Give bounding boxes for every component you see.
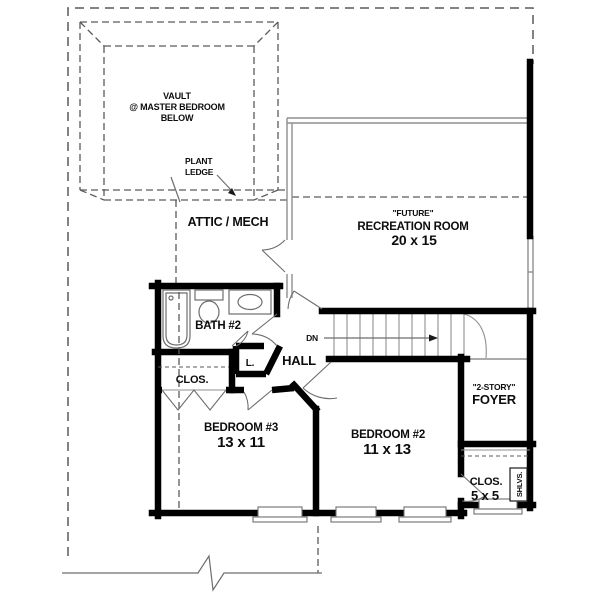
bedroom2-label: BEDROOM #2 <box>351 429 425 441</box>
recreation-dims: 20 x 15 <box>391 232 437 248</box>
closet-shelf-lines <box>158 292 530 510</box>
vault-label-line1: VAULT <box>163 91 191 101</box>
windows <box>252 498 523 523</box>
room-labels: VAULT @ MASTER BEDROOM BELOW PLANT LEDGE… <box>129 91 517 503</box>
recreation-qualifier: "FUTURE" <box>393 208 434 218</box>
vault-outline-dashed <box>79 21 287 201</box>
bedroom3-dims: 13 x 11 <box>217 434 265 451</box>
bedroom2-dims: 11 x 13 <box>363 441 411 458</box>
staircase <box>333 311 487 359</box>
stairs-dn-label: DN <box>306 333 318 343</box>
tub-drain <box>168 295 174 301</box>
bedroom3-label: BEDROOM #3 <box>204 422 278 434</box>
attic-label: ATTIC / MECH <box>188 215 269 229</box>
shelves-box: SHLVS. <box>509 467 528 502</box>
hall-label: HALL <box>282 353 316 368</box>
hall-closet-label: CLOS. <box>176 374 209 386</box>
toilet-tank <box>194 289 224 301</box>
shelves-label: SHLVS. <box>515 472 524 497</box>
foyer-qualifier: "2-STORY" <box>473 382 516 392</box>
vault-label-line3: BELOW <box>161 113 194 123</box>
ceiling-break-dashed-lines <box>175 196 528 573</box>
plant-ledge-arrow-icon <box>228 188 236 196</box>
recreation-label: RECREATION ROOM <box>357 221 468 233</box>
floor-break-line <box>62 554 322 592</box>
small-closet-dims: 5 x 5 <box>471 488 499 503</box>
bath-label: BATH #2 <box>195 320 241 332</box>
foyer-label: FOYER <box>472 392 517 407</box>
plant-ledge-label-line1: PLANT <box>185 156 213 166</box>
bathtub-inner <box>165 292 188 346</box>
small-closet-label: CLOS. <box>470 476 503 488</box>
linen-closet-label: L. <box>246 358 255 369</box>
plant-ledge-label-line2: LEDGE <box>185 167 214 177</box>
bathroom-fixtures <box>162 289 272 349</box>
plant-ledge-tick <box>170 176 181 203</box>
toilet-bowl <box>198 300 220 324</box>
vault-label-line2: @ MASTER BEDROOM <box>129 102 225 112</box>
down-arrow-icon <box>429 334 438 342</box>
exterior-and-interior-walls <box>148 58 537 520</box>
annotations <box>62 174 438 592</box>
bifold-doors <box>161 389 227 411</box>
recreation-room-thin-walls <box>286 117 534 360</box>
plant-ledge-leader <box>216 174 233 192</box>
door-swings <box>161 239 486 502</box>
vanity-sink <box>237 293 263 311</box>
roof-boundary-dashed <box>67 7 534 556</box>
